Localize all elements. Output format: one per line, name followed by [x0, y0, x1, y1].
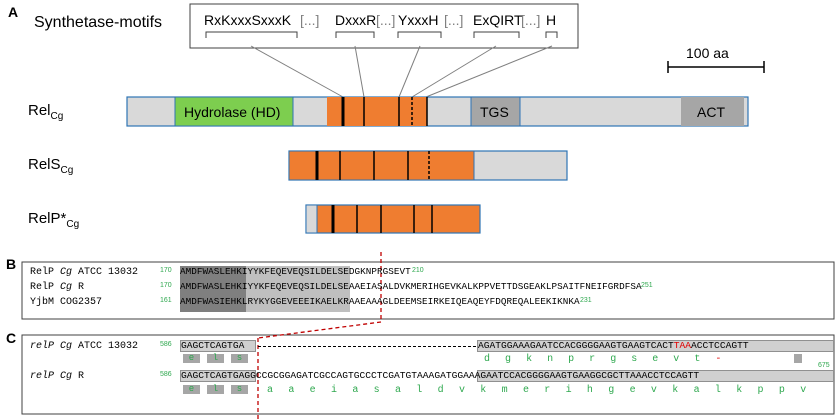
alignment-row-label-3: YjbM COG2357: [30, 297, 103, 308]
alignment-seq-1: AMDFWASLEHKIYYKFEQEVEQSILDELSEDGKNPRGSEV…: [180, 266, 411, 277]
motif-h: H: [546, 12, 557, 28]
rels-motif-marks: [315, 151, 430, 180]
alignment-start-1: 170: [160, 267, 172, 274]
rel-tgs-domain: [470, 96, 521, 127]
tgs-domain-label: TGS: [480, 104, 509, 120]
aa-seq-2b: a a e i a s a l d v k m e r i h g e v k …: [267, 385, 807, 396]
stop-codon: TAA: [673, 340, 692, 351]
motif-box: [189, 3, 579, 49]
scale-bar: [667, 61, 765, 73]
motif-connector-lines: [250, 45, 553, 98]
dna-shade-2a: [180, 370, 256, 382]
relp-nterm: [305, 204, 318, 234]
aa-end-box: [794, 354, 802, 363]
dna-seq-1b: AGATGGAAAGAATCCACGGGGAAGTGAAGTCACTTAAACC…: [478, 340, 749, 351]
alignment-end-3: 231: [580, 297, 592, 304]
alignment-shade-light: [246, 266, 350, 312]
motif-brackets: [205, 31, 558, 38]
rel-motif-marks: [341, 97, 428, 126]
dna-start-2: 586: [160, 371, 172, 378]
dna-shade-2b: [477, 370, 834, 382]
motif-title: Synthetase-motifs: [34, 14, 163, 31]
alignment-seq-2: AMDFWASLEHKIYYKFEQEVEQSILDELSEAAEIASALDV…: [180, 281, 642, 292]
alignment-row-label-1: RelP Cg ATCC 13032: [30, 267, 139, 278]
panel-label-b: B: [6, 256, 17, 272]
panel-label-a: A: [8, 4, 19, 20]
alignment-seq-3: AMDFWASIEHKLRYKYGGEVEEEIKAELKRAAEAAAGLDE…: [180, 296, 580, 307]
dna-gap-line: [258, 346, 476, 347]
frameshift-guide-line: [257, 252, 382, 420]
alignment-shade-dark: [180, 266, 246, 312]
dna-seq-1a: GAGCTCAGTGA: [181, 340, 245, 351]
aa-seq-1b: d g k n p r g s e v t -: [484, 354, 722, 365]
motif-yxxxh: YxxxH: [398, 12, 439, 28]
motif-sep-2: [...]: [376, 12, 396, 28]
alignment-end-1: 210: [412, 267, 424, 274]
dna-row-label-2: relP Cg R: [30, 371, 85, 382]
motif-rxk: RxKxxxSxxxK: [204, 12, 292, 28]
protein-label-relp: RelP*Cg: [28, 210, 80, 230]
dna-shade-1b: [477, 340, 834, 352]
panel-b-box: [21, 261, 835, 320]
rel-act-domain: [681, 97, 744, 126]
dna-start-1: 586: [160, 341, 172, 348]
alignment-start-2: 170: [160, 282, 172, 289]
motif-sep-3: [...]: [444, 12, 464, 28]
hd-domain-label: Hydrolase (HD): [184, 104, 281, 120]
motif-sep-1: [...]: [300, 12, 320, 28]
aa-boxes-1: e l s: [181, 354, 257, 364]
aa-boxes-2: e l s: [181, 385, 257, 395]
dna-shade-1a: [180, 340, 256, 352]
alignment-row-label-2: RelP Cg R: [30, 282, 85, 293]
motif-sep-4: [...]: [521, 12, 541, 28]
dna-end-2: 675: [818, 362, 830, 369]
rels-synthetase-domain: [288, 150, 475, 181]
scale-bar-label: 100 aa: [686, 45, 729, 61]
dna-row-label-1: relP Cg ATCC 13032: [30, 341, 139, 352]
protein-label-rel: RelCg: [28, 102, 64, 122]
motif-dxxxr: DxxxR: [335, 12, 377, 28]
rel-hd-domain: [174, 96, 294, 127]
motif-exqirt: ExQIRT: [473, 12, 523, 28]
protein-label-rels: RelSCg: [28, 156, 74, 176]
relp-motif-marks: [331, 205, 433, 233]
act-domain-label: ACT: [697, 104, 725, 120]
alignment-start-3: 161: [160, 297, 172, 304]
dna-seq-2: GAGCTCAGTGAGGCCGCGGAGATCGCCAGTGCCCTCGATG…: [181, 370, 700, 381]
panel-label-c: C: [6, 330, 17, 346]
alignment-end-2: 251: [641, 282, 653, 289]
